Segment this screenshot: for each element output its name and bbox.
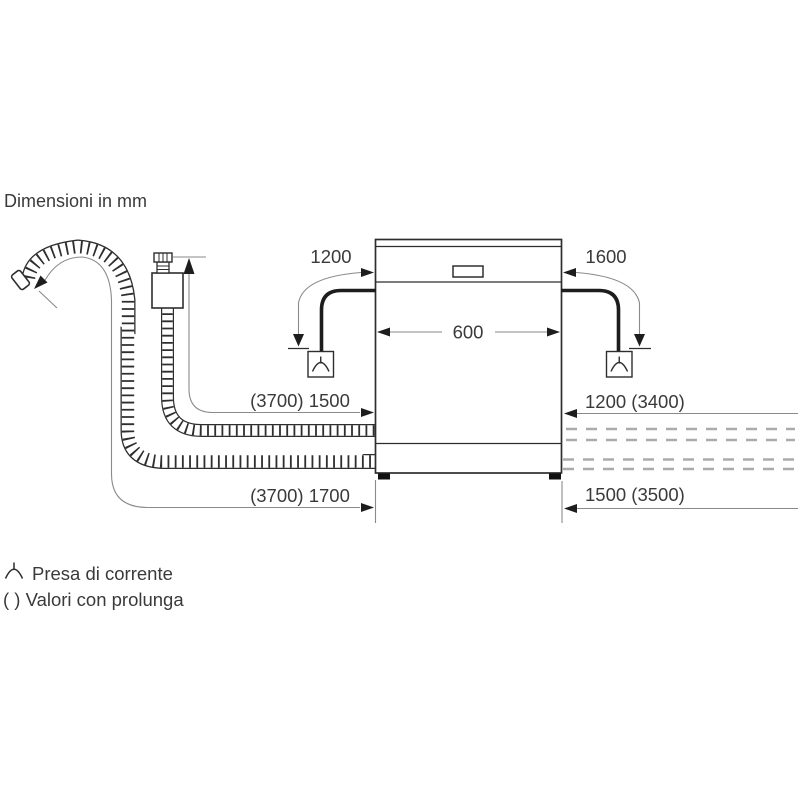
control-panel-display <box>452 265 484 278</box>
drain-hose-end-connector <box>10 269 31 291</box>
legend: Presa di corrente ( ) Valori con prolung… <box>3 562 184 610</box>
dashed-hose-continuation <box>563 427 795 471</box>
supply-hose-dimension-left: (3700) 1500 <box>173 256 374 417</box>
legend-socket-label: Presa di corrente <box>32 563 173 584</box>
power-socket-icon <box>610 356 629 372</box>
supply-hose <box>161 306 376 437</box>
width-dimension-label: 600 <box>453 322 484 343</box>
power-socket-icon <box>311 356 330 372</box>
cable-right-label: 1600 <box>585 246 626 267</box>
drain-hose-dimension-right: 1500 (3500) <box>561 481 798 523</box>
legend-extension-label: ( ) Valori con prolunga <box>3 589 184 610</box>
supply-hose-right-label: 1200 (3400) <box>585 391 685 412</box>
width-dimension: 600 <box>377 322 560 343</box>
supply-hose-dimension-right: 1200 (3400) <box>564 391 798 418</box>
socket-symbol-icon <box>4 562 24 579</box>
aquastop-valve <box>151 252 184 309</box>
power-cable-right <box>561 288 621 352</box>
drain-hose-right-label: 1500 (3500) <box>585 484 685 505</box>
drain-hose-left-label: (3700) 1700 <box>250 485 350 506</box>
cable-left-label: 1200 <box>310 246 351 267</box>
power-socket-right <box>605 350 633 378</box>
dishwasher <box>374 238 563 480</box>
drain-hose <box>10 239 376 469</box>
appliance-foot-left <box>378 473 390 480</box>
power-cable-left <box>319 288 376 352</box>
page-title: Dimensioni in mm <box>4 191 147 211</box>
supply-hose-left-label: (3700) 1500 <box>250 390 350 411</box>
drain-hose-dimension-left: (3700) 1700 <box>34 256 374 512</box>
appliance-foot-right <box>549 473 561 480</box>
cable-dimension-left: 1200 <box>288 246 374 350</box>
power-socket-left <box>307 350 335 378</box>
cable-dimension-right: 1600 <box>563 246 651 350</box>
